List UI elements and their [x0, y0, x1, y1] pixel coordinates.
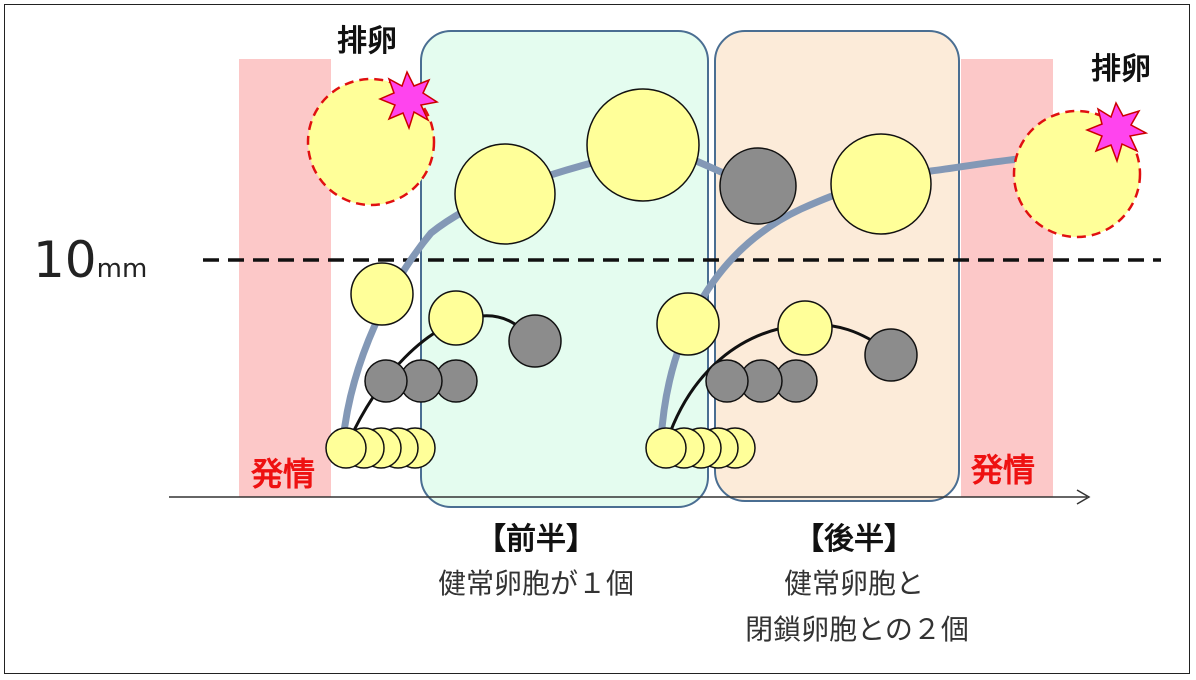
first-half-description: 健常卵胞が１個 [438, 567, 634, 600]
regressing-follicle [705, 359, 749, 403]
ovulation-label-left: 排卵 [337, 24, 397, 59]
wave2-dominant-follicle [830, 133, 932, 235]
second-half-title: 【後半】 [794, 522, 914, 557]
second-half-description-line2: 閉鎖卵胞との２個 [745, 613, 969, 646]
small-follicle [645, 427, 687, 469]
ten-mm-label: 10mm [33, 231, 147, 289]
second-half-description-line1: 健常卵胞と [784, 567, 924, 600]
mm-unit: mm [97, 254, 148, 284]
wave1-regressing-follicles [364, 359, 478, 403]
starburst-icon [378, 70, 439, 131]
wave1-largest-follicle [586, 88, 700, 202]
regressing-follicle [364, 359, 408, 403]
ovulation-label-right: 排卵 [1091, 52, 1151, 87]
small-follicle [325, 427, 367, 469]
first-half-title: 【前半】 [476, 522, 596, 557]
estrus-label-right: 発情 [970, 451, 1035, 489]
diagram-frame: 発情 発情 10mm 排卵 排卵 [4, 4, 1190, 674]
follicular-wave-diagram: 発情 発情 10mm 排卵 排卵 [33, 24, 1161, 646]
estrus-label-left: 発情 [250, 455, 315, 493]
ten-mm-value: 10 [33, 231, 97, 289]
wave2-subordinate-follicle [777, 300, 833, 356]
starburst-icon [1084, 101, 1149, 164]
wave2-regressing-subordinate [864, 328, 918, 382]
wave1-dominant-follicle [454, 143, 556, 245]
time-axis-arrowhead [1076, 489, 1091, 505]
wave2-follicle-cluster [645, 427, 756, 469]
wave1-regressing-subordinate [508, 314, 562, 368]
wave1-growing-follicle [350, 262, 414, 326]
wave2-regressing-follicles [705, 359, 818, 403]
wave2-growing-follicle [656, 292, 720, 356]
wave1-subordinate-follicle [428, 290, 484, 346]
wave1-follicle-cluster [325, 427, 436, 469]
wave1-atretic-dominant-follicle [719, 147, 797, 225]
second-half-panel [714, 30, 960, 502]
